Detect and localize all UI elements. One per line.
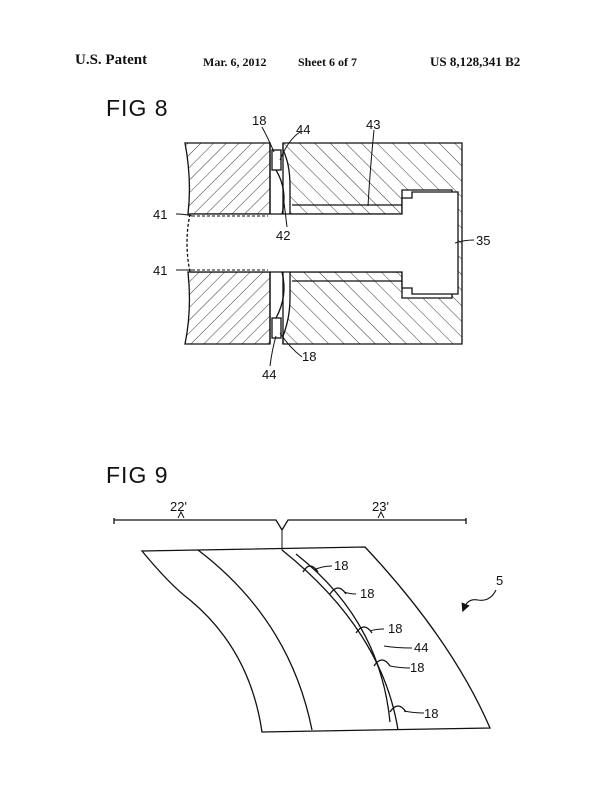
fig9-label-18-5: 18 [424, 706, 438, 721]
fig9-title: FIG 9 [106, 462, 169, 488]
fig9-brace [113, 518, 467, 532]
fig8-left-block-bottom [184, 271, 271, 345]
fig8-label-41-top: 41 [153, 207, 167, 222]
fig9-label-18-3: 18 [388, 621, 402, 636]
fig8-drawing [184, 142, 463, 345]
sheet-number: Sheet 6 of 7 [298, 55, 357, 69]
fig8-label-44-top: 44 [296, 122, 310, 137]
patent-date: Mar. 6, 2012 [203, 55, 267, 69]
fig8-label-42: 42 [276, 228, 290, 243]
fig8-label-43: 43 [366, 117, 380, 132]
fig9-label-23: 23' [372, 499, 389, 514]
fig8-label-18-bottom: 18 [302, 349, 316, 364]
fig9-label-18-1: 18 [334, 558, 348, 573]
fig9-label-18-4: 18 [410, 660, 424, 675]
fig8-right-block [282, 142, 463, 345]
fig9-label-44: 44 [414, 640, 428, 655]
fig9-segment-outline [140, 546, 491, 733]
fig9-label-18-2: 18 [360, 586, 374, 601]
fig8-label-35: 35 [476, 233, 490, 248]
fig8-left-block-top [184, 142, 271, 215]
fig9-layer-arc-44 [295, 553, 391, 723]
fig8-bolt [190, 191, 459, 295]
fig8-title: FIG 8 [106, 95, 169, 121]
fig9-drawing [113, 510, 497, 733]
patent-number: US 8,128,341 B2 [430, 54, 521, 69]
fig8-label-44-bottom: 44 [262, 367, 276, 382]
fig9-layer-arc-2 [281, 549, 399, 731]
patent-label: U.S. Patent [75, 52, 148, 68]
fig8-label-18-top: 18 [252, 113, 266, 128]
fig8-label-41-bottom: 41 [153, 263, 167, 278]
patent-header: U.S. Patent Mar. 6, 2012 Sheet 6 of 7 US… [0, 52, 614, 72]
fig9-layer-arc-1 [197, 549, 313, 731]
fig9-label-5: 5 [496, 573, 503, 588]
fig9-label-22: 22' [170, 499, 187, 514]
